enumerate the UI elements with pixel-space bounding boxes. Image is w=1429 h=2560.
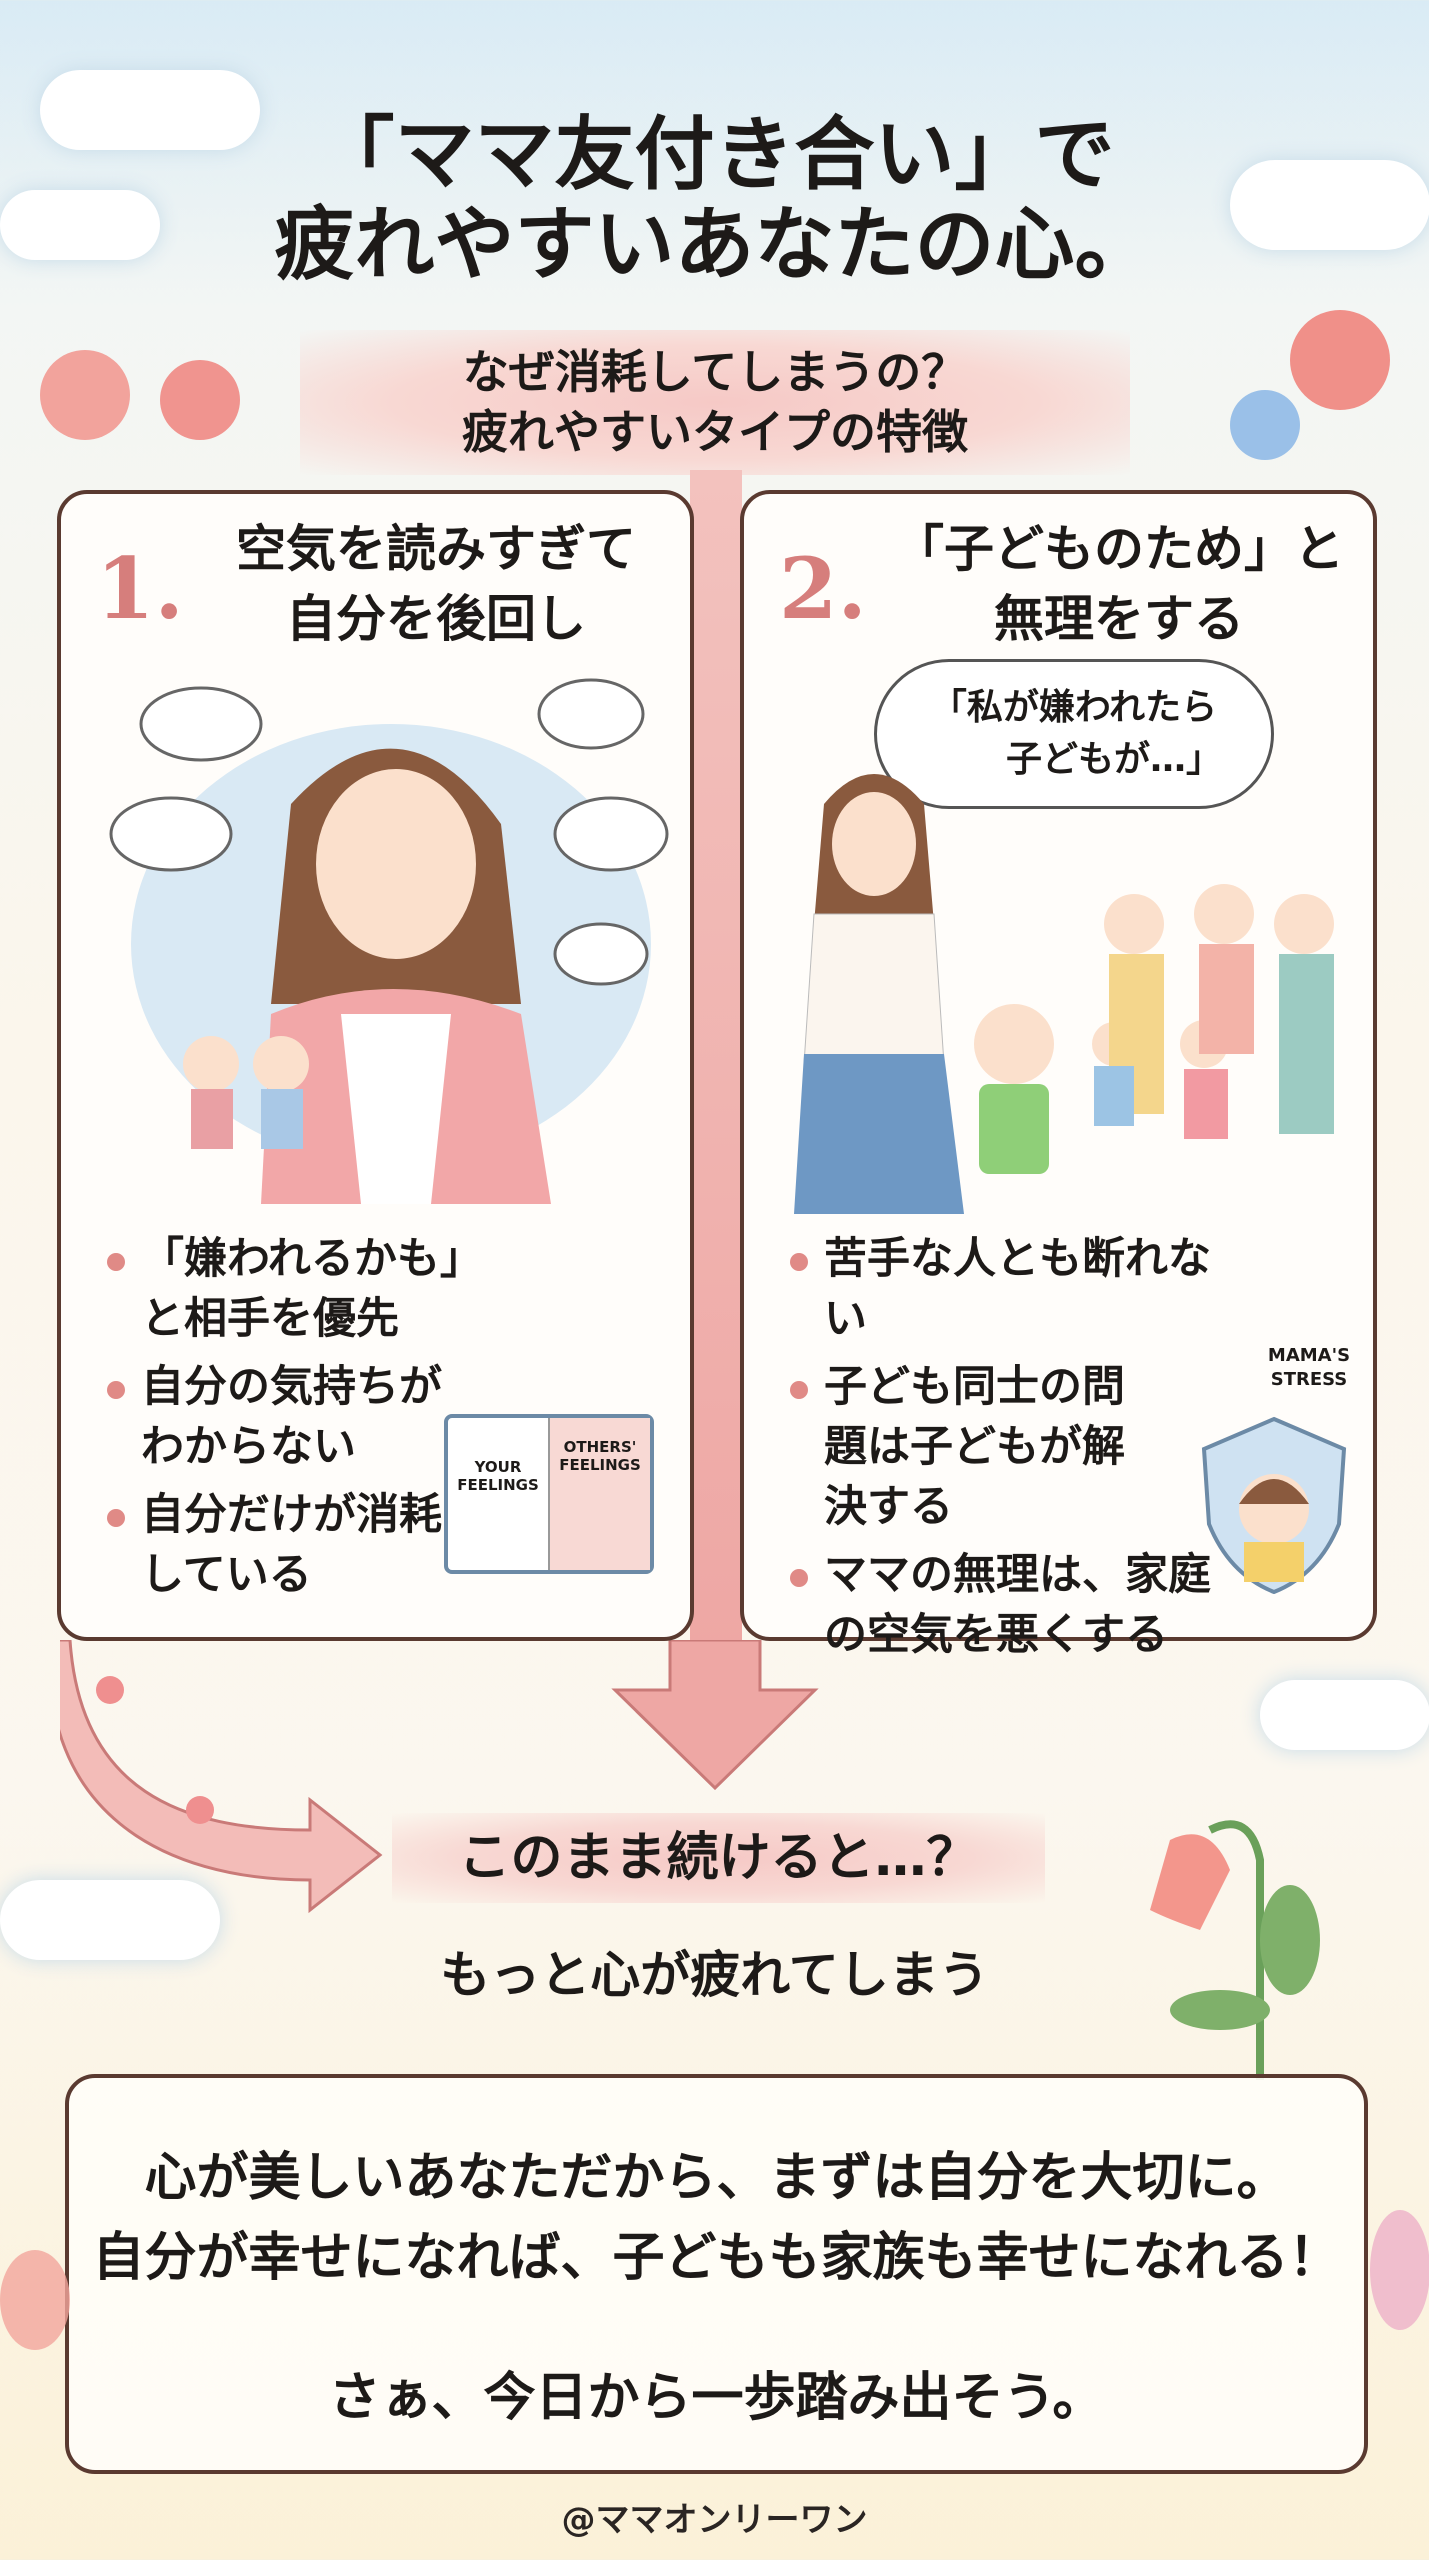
- flower-decoration: [1290, 310, 1390, 410]
- type-card-1: 1. 空気を読みすぎて 自分を後回し 「嫌われるかも」と相手を優先 自分の気持ち…: [57, 490, 694, 1641]
- cloud-decoration: [40, 70, 260, 150]
- bullet-list: 苦手な人とも断れない 子ども同士の問題は子どもが解決する ママの無理は、家庭の空…: [784, 1229, 1234, 1673]
- card-number: 2.: [779, 539, 867, 638]
- continue-question: このまま続けると…？: [458, 1828, 979, 1888]
- card-heading: 空気を読みすぎて 自分を後回し: [201, 514, 671, 654]
- feelings-book-illustration: YOUR FEELINGS OTHERS' FEELINGS: [444, 1414, 654, 1574]
- cloud-decoration: [0, 1880, 220, 1960]
- bullet-item: ママの無理は、家庭の空気を悪くする: [784, 1545, 1234, 1665]
- cloud-decoration: [0, 190, 160, 260]
- flower-decoration: [1230, 390, 1300, 460]
- down-arrow-icon: [611, 1640, 819, 1790]
- flower-decoration: [0, 2250, 70, 2350]
- thought-bubble: 「私が嫌われたら 子どもが…」: [874, 659, 1274, 809]
- shield-icon: [1201, 1416, 1347, 1594]
- bullet-list: 「嫌われるかも」と相手を優先 自分の気持ちがわからない 自分だけが消耗している: [101, 1229, 481, 1613]
- subtitle-line2: 疲れやすいタイプの特徴: [462, 405, 968, 459]
- type-card-2: 2. 「子どものため」と 無理をする 「私が嫌われたら 子どもが…」 苦手な人と…: [740, 490, 1377, 1660]
- flower-decoration: [40, 350, 130, 440]
- card-heading: 「子どものため」と 無理をする: [884, 514, 1354, 654]
- card-heading-line1: 「子どものため」と: [894, 520, 1344, 578]
- wilted-flower-illustration: [1150, 1820, 1320, 2080]
- card-number: 1.: [96, 539, 184, 638]
- mother-illustration: [109, 678, 669, 1204]
- message-line3: さぁ、今日から一歩踏み出そう。: [328, 2368, 1105, 2428]
- curved-arrow-icon: [60, 1640, 383, 1914]
- book-right-label: OTHERS' FEELINGS: [550, 1418, 650, 1570]
- bullet-item: 子ども同士の問題は子どもが解決する: [784, 1357, 1164, 1537]
- bullet-item: 自分だけが消耗している: [101, 1485, 481, 1605]
- page-title-line1: 「ママ友付き合い」で: [314, 108, 1115, 201]
- card-heading-line2: 無理をする: [994, 590, 1244, 648]
- thought-line2: 子どもが…」: [1005, 739, 1222, 780]
- message-line2: 自分が幸せになれば、子どもも家族も幸せになれる！: [92, 2228, 1341, 2288]
- subtitle-line1: なぜ消耗してしまうの？: [462, 345, 968, 399]
- bullet-item: 苦手な人とも断れない: [784, 1229, 1234, 1349]
- thought-line1: 「私が嫌われたら: [930, 687, 1218, 728]
- flower-decoration: [1370, 2210, 1429, 2330]
- subtitle-banner: なぜ消耗してしまうの？ 疲れやすいタイプの特徴: [300, 330, 1130, 475]
- message-box: 心が美しいあなただから、まずは自分を大切に。 自分が幸せになれば、子どもも家族も…: [65, 2074, 1368, 2474]
- bullet-item: 「嫌われるかも」と相手を優先: [101, 1229, 481, 1349]
- shield-label: MAMA'S STRESS: [1267, 1345, 1351, 1390]
- message-line1: 心が美しいあなただから、まずは自分を大切に。: [144, 2148, 1289, 2208]
- footer-credit: @ママオンリーワン: [561, 2500, 868, 2540]
- continue-result: もっと心が疲れてしまう: [440, 1946, 989, 2004]
- mother-children-illustration: [794, 774, 1334, 1214]
- bullet-item: 自分の気持ちがわからない: [101, 1357, 481, 1477]
- card-heading-line1: 空気を読みすぎて: [236, 520, 636, 578]
- cloud-decoration: [1260, 1680, 1429, 1750]
- continue-banner: このまま続けると…？: [392, 1813, 1045, 1903]
- flower-decoration: [160, 360, 240, 440]
- card-heading-line2: 自分を後回し: [286, 590, 586, 648]
- cloud-decoration: [1230, 160, 1429, 250]
- flow-arrow-stem: [690, 470, 742, 1650]
- page-title-line2: 疲れやすいあなたの心。: [274, 198, 1155, 291]
- book-left-label: YOUR FEELINGS: [448, 1418, 550, 1570]
